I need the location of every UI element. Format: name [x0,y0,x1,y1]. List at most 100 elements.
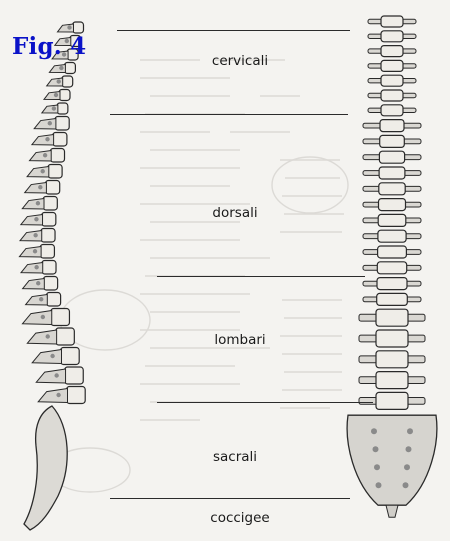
vertebra-front [363,278,421,290]
vertebral-body [381,46,403,57]
spinous-process [25,183,47,194]
vertebra-front [368,90,416,101]
label-dorsali: dorsali [135,205,335,221]
vertebra-side [47,76,73,87]
spinous-process [21,215,43,226]
vertebra-front [363,167,421,179]
vertebra-front [359,309,425,326]
vertebra-front [368,46,416,57]
foramen [57,79,61,83]
foramen [41,169,45,173]
vertebral-body [50,149,64,163]
foramen [48,121,52,125]
vertebral-body [42,261,56,275]
coccyx-front [386,505,398,517]
vertebral-body [376,351,408,368]
vertebra-side [21,213,56,227]
vertebral-body [55,117,69,131]
foramen [67,25,71,29]
vertebra-front [363,135,421,147]
sacral-foramen [373,446,379,452]
vertebral-body [376,372,408,389]
vertebral-body [377,262,406,274]
label-cervicali: cervicali [140,53,340,69]
sacral-foramen [371,428,377,434]
foramen [46,334,50,338]
vertebra-front [363,120,421,132]
vertebra-front [363,293,421,305]
vertebral-body [376,309,408,326]
vertebral-body [381,16,403,27]
vertebral-body [381,75,403,86]
vertebral-body [43,277,57,291]
sacral-foramen [407,428,413,434]
sacral-foramen [403,482,409,488]
vertebral-body [40,245,54,259]
foramen [38,185,42,189]
vertebral-body [376,392,408,409]
vertebra-front [359,372,425,389]
vertebral-body [48,165,62,179]
label-lombari: lombari [140,332,340,348]
foramen [34,217,38,221]
spinous-process [19,247,41,258]
foramen [52,106,56,110]
vertebral-body [57,103,68,114]
foramen [39,297,43,301]
vertebral-body [381,60,403,71]
vertebral-body [379,199,406,211]
spinous-process [32,135,54,146]
spinous-process [22,311,51,325]
vertebra-front [363,246,421,258]
spinous-process [26,295,48,306]
vertebral-body [56,328,75,345]
vertebra-front [368,60,416,71]
vertebra-side [42,103,68,114]
vertebral-body [46,293,60,307]
vertebral-body [59,90,70,101]
vertebral-body [41,229,55,243]
spinous-process [23,279,45,290]
vertebral-body [381,31,403,42]
vertebra-front [368,105,416,116]
sacral-foramen [404,464,410,470]
spinous-process [27,167,49,178]
divider-dorsal-lumbar [157,276,365,277]
vertebral-body [379,167,405,179]
spinous-process [20,231,42,242]
vertebral-body [51,309,70,326]
spinous-process [22,199,44,210]
divider-lumbar-sacral [157,402,373,403]
vertebral-body [377,293,408,305]
vertebra-side [58,22,84,33]
label-coccigee: coccigee [140,510,340,526]
spine-front-view [347,16,437,517]
vertebra-side [27,328,74,345]
foramen [41,315,45,319]
vertebra-front [359,392,425,409]
vertebra-front [363,214,421,226]
sacral-foramen [376,482,382,488]
vertebra-front [363,183,421,195]
vertebra-side [19,245,54,259]
foramen [43,153,47,157]
foramen [34,265,38,269]
sacral-foramen [374,464,380,470]
vertebral-body [42,213,56,227]
vertebra-side [49,63,75,74]
spinous-process [32,350,61,364]
spinous-process [21,263,43,274]
sacral-foramen [406,446,412,452]
vertebra-side [23,277,58,291]
vertebra-side [32,133,67,147]
foramen [50,354,54,358]
vertebral-body [381,90,403,101]
spine-side-view [19,22,85,530]
vertebral-body [379,183,405,195]
foramen [36,281,40,285]
divider-top [117,30,350,31]
vertebral-body [64,63,75,74]
vertebral-body [61,348,80,365]
vertebra-side [26,293,61,307]
